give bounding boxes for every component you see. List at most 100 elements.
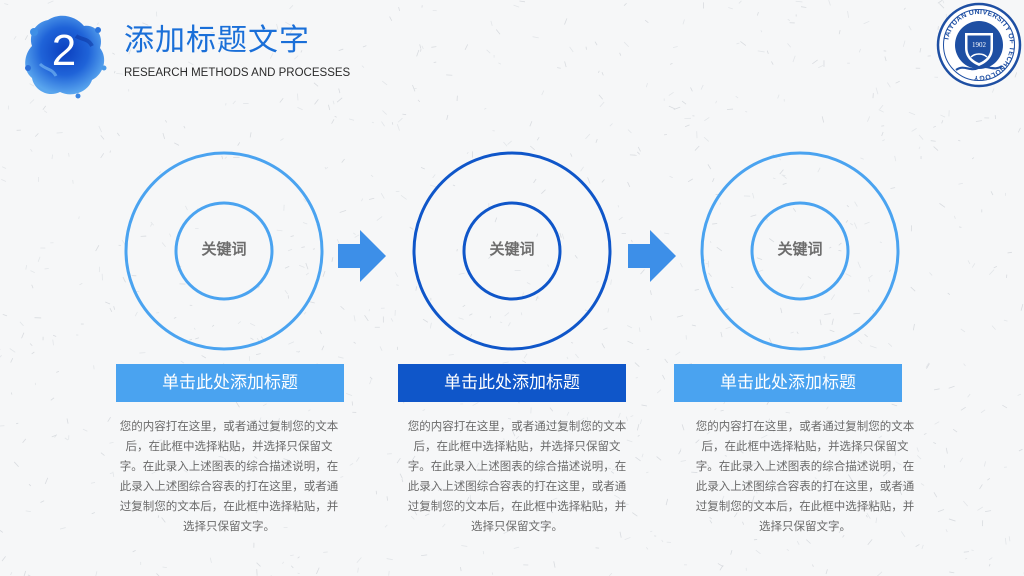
paper-fiber	[752, 495, 755, 503]
paper-fiber	[4, 3, 9, 6]
paper-fiber	[157, 439, 162, 442]
paper-fiber	[900, 483, 904, 488]
paper-fiber	[380, 192, 385, 199]
step-keyword: 关键词	[777, 240, 823, 258]
step-title-button[interactable]: 单击此处添加标题	[674, 364, 902, 402]
paper-fiber	[221, 155, 224, 160]
paper-fiber	[339, 210, 347, 213]
paper-fiber	[47, 0, 54, 4]
paper-fiber	[963, 500, 968, 507]
paper-fiber	[255, 353, 261, 355]
paper-fiber	[323, 551, 328, 553]
paper-fiber	[664, 358, 668, 364]
paper-fiber	[630, 415, 634, 418]
paper-fiber	[409, 226, 414, 230]
paper-fiber	[854, 201, 858, 207]
paper-fiber	[638, 327, 641, 333]
paper-fiber	[720, 495, 725, 503]
paper-fiber	[422, 409, 426, 411]
paper-fiber	[193, 327, 196, 330]
paper-fiber	[656, 456, 662, 461]
paper-fiber	[709, 516, 712, 520]
paper-fiber	[601, 343, 605, 349]
paper-fiber	[719, 422, 725, 425]
paper-fiber	[933, 125, 937, 128]
paper-fiber	[31, 284, 34, 289]
paper-fiber	[619, 531, 622, 538]
paper-fiber	[587, 429, 590, 433]
paper-fiber	[442, 523, 446, 528]
paper-fiber	[13, 461, 19, 468]
paper-fiber	[619, 52, 622, 56]
paper-fiber	[665, 498, 669, 506]
paper-fiber	[490, 20, 493, 26]
paper-fiber	[150, 221, 154, 226]
paper-fiber	[507, 417, 512, 420]
paper-fiber	[142, 22, 149, 26]
paper-fiber	[276, 503, 282, 508]
paper-fiber	[519, 0, 526, 3]
paper-fiber	[958, 226, 962, 228]
paper-fiber	[979, 484, 983, 490]
paper-fiber	[975, 120, 983, 122]
paper-fiber	[411, 455, 416, 461]
paper-fiber	[614, 494, 621, 499]
paper-fiber	[903, 7, 906, 10]
paper-fiber	[384, 524, 388, 528]
paper-fiber	[768, 337, 772, 344]
paper-fiber	[276, 23, 279, 30]
step-keyword: 关键词	[489, 240, 535, 258]
paper-fiber	[371, 121, 375, 124]
paper-fiber	[640, 269, 645, 275]
paper-fiber	[338, 48, 344, 51]
paper-fiber	[0, 530, 4, 533]
paper-fiber	[627, 340, 634, 345]
step-title-button[interactable]: 单击此处添加标题	[116, 364, 344, 402]
paper-fiber	[24, 35, 29, 41]
paper-fiber	[235, 401, 240, 408]
paper-fiber	[503, 530, 509, 535]
paper-fiber	[295, 418, 300, 422]
paper-fiber	[561, 233, 565, 240]
paper-fiber	[340, 476, 344, 478]
paper-fiber	[283, 458, 290, 462]
paper-fiber	[933, 492, 938, 498]
paper-fiber	[412, 84, 416, 92]
paper-fiber	[612, 468, 618, 471]
arrow-right-icon	[338, 230, 386, 282]
step-title-button[interactable]: 单击此处添加标题	[398, 364, 626, 402]
paper-fiber	[232, 100, 236, 105]
paper-fiber	[256, 562, 261, 567]
paper-fiber	[415, 286, 418, 291]
paper-fiber	[303, 198, 307, 203]
paper-fiber	[256, 337, 260, 342]
paper-fiber	[637, 146, 641, 152]
paper-fiber	[122, 276, 126, 283]
paper-fiber	[188, 338, 193, 341]
paper-fiber	[520, 312, 523, 316]
paper-fiber	[661, 539, 664, 543]
paper-fiber	[939, 3, 945, 9]
paper-fiber	[25, 265, 28, 270]
paper-fiber	[465, 428, 472, 431]
paper-fiber	[879, 104, 884, 110]
paper-fiber	[547, 264, 549, 267]
paper-fiber	[250, 337, 254, 340]
paper-fiber	[297, 93, 299, 101]
paper-fiber	[353, 341, 356, 344]
paper-fiber	[624, 537, 631, 541]
paper-fiber	[100, 153, 105, 159]
paper-fiber	[787, 43, 792, 48]
paper-fiber	[1002, 404, 1008, 409]
paper-fiber	[672, 46, 678, 48]
paper-fiber	[43, 110, 48, 114]
paper-fiber	[662, 374, 666, 380]
paper-fiber	[180, 360, 185, 364]
paper-fiber	[790, 331, 794, 334]
paper-fiber	[832, 503, 835, 511]
paper-fiber	[977, 506, 984, 511]
paper-fiber	[332, 100, 335, 105]
paper-fiber	[959, 457, 964, 463]
paper-fiber	[557, 67, 561, 69]
paper-fiber	[305, 272, 309, 276]
